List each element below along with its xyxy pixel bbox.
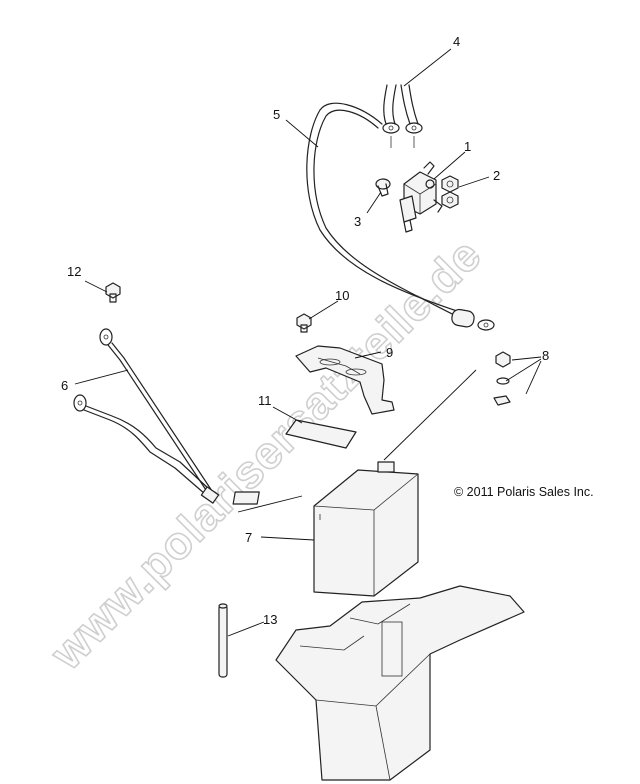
bolt [296, 313, 312, 333]
battery-hold-down [295, 345, 395, 415]
screw [375, 178, 391, 197]
callout-3: 3 [354, 214, 361, 229]
callout-1: 1 [464, 139, 471, 154]
callout-2: 2 [493, 168, 500, 183]
callout-11: 11 [258, 393, 272, 408]
leader-lines [74, 48, 542, 637]
callout-6: 6 [61, 378, 68, 393]
callout-5: 5 [273, 107, 280, 122]
callout-9: 9 [386, 345, 393, 360]
callout-10: 10 [335, 288, 349, 303]
battery [232, 461, 419, 597]
vent-tube [218, 603, 228, 678]
callout-12: 12 [67, 264, 81, 279]
callouts: 1 2 3 4 5 6 7 8 9 10 11 12 13 [61, 34, 549, 627]
battery-cable [73, 328, 220, 504]
callout-13: 13 [263, 612, 277, 627]
copyright-notice: © 2011 Polaris Sales Inc. [454, 485, 594, 499]
nut [441, 175, 459, 209]
foam-pad [285, 419, 357, 449]
bolt-and-nut [493, 351, 511, 406]
negative-cable [382, 84, 423, 148]
callout-4: 4 [453, 34, 460, 49]
bolt-small [105, 282, 121, 303]
callout-8: 8 [542, 348, 549, 363]
positive-cable [306, 102, 495, 331]
callout-7: 7 [245, 530, 252, 545]
solenoid [399, 161, 443, 233]
battery-box [275, 585, 525, 781]
